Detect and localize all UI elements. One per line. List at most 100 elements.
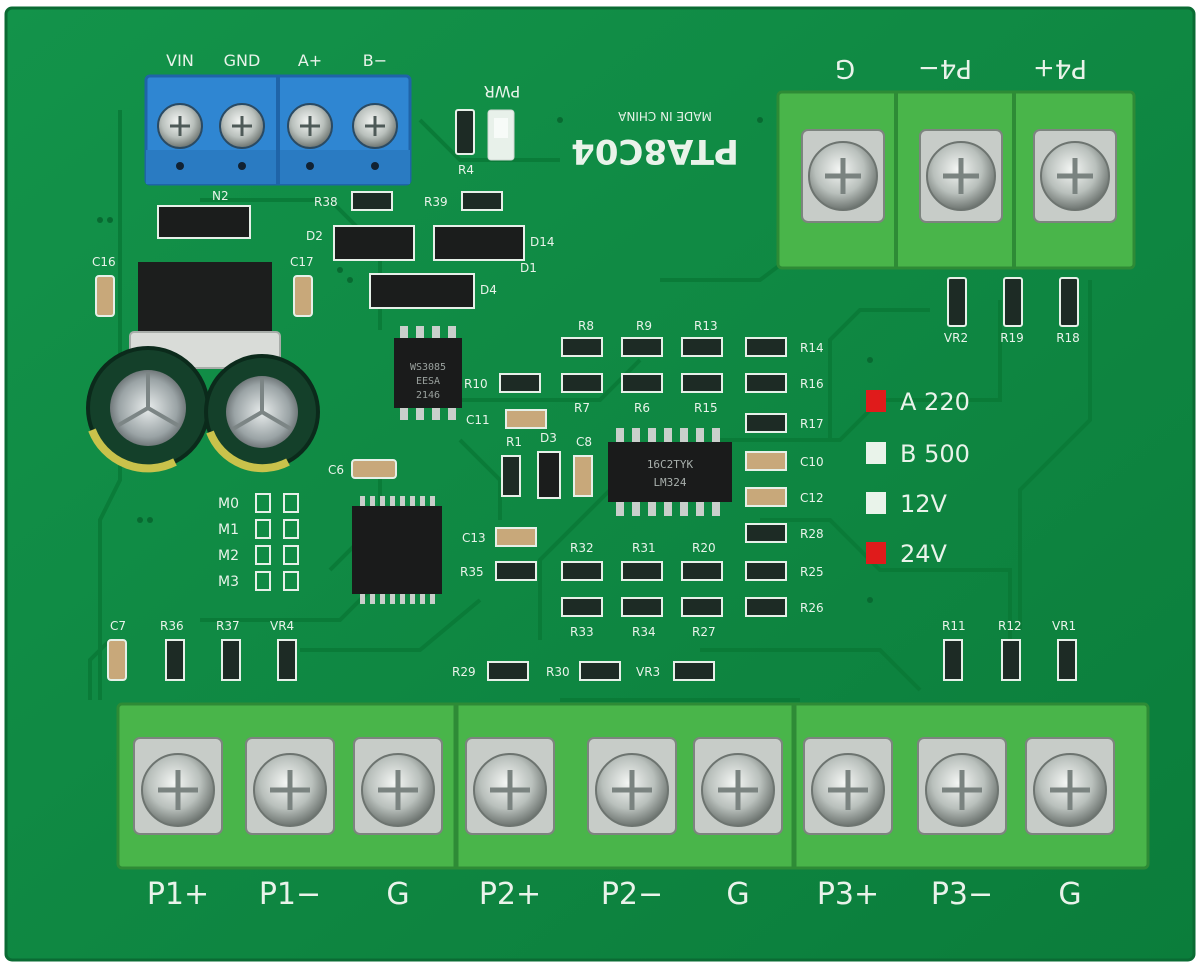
label-r12: R12 — [998, 619, 1022, 633]
option-marker-a220 — [866, 390, 886, 412]
bottom-terminal-labels: P1+ P1− G P2+ P2− G P3+ P3− G — [147, 877, 1082, 912]
label-d4: D4 — [480, 283, 497, 297]
label-r29: R29 — [452, 665, 476, 679]
label-r16: R16 — [800, 377, 824, 391]
p4-label-g: G — [835, 53, 855, 83]
lower-left-parts: C7 R36 R37 VR4 — [107, 619, 297, 681]
diode-d14 — [433, 225, 525, 261]
option-marker-24v — [866, 542, 886, 564]
label-r25: R25 — [800, 565, 824, 579]
diode-d2 — [333, 225, 415, 261]
option-label-24v: 24V — [900, 540, 948, 568]
label-r13: R13 — [694, 319, 718, 333]
label-g2: G — [726, 877, 749, 912]
label-d3: D3 — [540, 431, 557, 445]
label-r19: R19 — [1000, 331, 1024, 345]
label-r14: R14 — [800, 341, 824, 355]
option-label-12v: 12V — [900, 490, 948, 518]
label-vr3: VR3 — [636, 665, 660, 679]
terminal-label-vin: VIN — [166, 51, 194, 70]
label-r7: R7 — [574, 401, 590, 415]
resistor-array: D3 R8 R9 R13 R14 R10 R7 R6 R15 R16 R17 C… — [452, 319, 824, 681]
option-marker-b500 — [866, 442, 886, 464]
label-r38: R38 — [314, 195, 338, 209]
label-n2: N2 — [212, 189, 229, 203]
label-r37: R37 — [216, 619, 240, 633]
label-r33: R33 — [570, 625, 594, 639]
label-r10: R10 — [464, 377, 488, 391]
chip-ws-text1: WS3085 — [410, 362, 446, 373]
label-c13: C13 — [462, 531, 486, 545]
label-m2: M2 — [218, 548, 239, 564]
input-terminal-block: VIN GND A+ B− — [144, 51, 412, 186]
label-m0: M0 — [218, 496, 239, 512]
label-r17: R17 — [800, 417, 824, 431]
label-d2: D2 — [306, 229, 323, 243]
label-r27: R27 — [692, 625, 716, 639]
chip-lm-text2: LM324 — [653, 476, 686, 489]
label-r26: R26 — [800, 601, 824, 615]
label-r34: R34 — [632, 625, 656, 639]
label-p2-plus: P2+ — [479, 877, 541, 912]
terminal-label-a-plus: A+ — [298, 51, 322, 70]
label-c10: C10 — [800, 455, 824, 469]
p4-screws — [801, 129, 1117, 223]
p4-terminal-block: G P4− P4+ — [776, 53, 1136, 270]
label-g3: G — [1058, 877, 1081, 912]
label-r9: R9 — [636, 319, 652, 333]
chip-tssop — [352, 496, 442, 604]
board-model: PTA8C04 — [571, 131, 739, 171]
label-vr2: VR2 — [944, 331, 968, 345]
label-c17: C17 — [290, 255, 314, 269]
diode-n2 — [157, 205, 251, 239]
label-d14: D14 — [530, 235, 555, 249]
mode-jumpers: M0 M1 M2 M3 — [218, 493, 299, 591]
label-r32: R32 — [570, 541, 594, 555]
label-d1: D1 — [520, 261, 537, 275]
label-p3-plus: P3+ — [817, 877, 879, 912]
label-r31: R31 — [632, 541, 656, 555]
resistor-r4 — [455, 109, 475, 155]
label-vr4: VR4 — [270, 619, 294, 633]
option-marker-12v — [866, 492, 886, 514]
power-section: N2 C16 C17 C6 — [86, 189, 397, 479]
terminal-label-b-minus: B− — [363, 51, 387, 70]
capacitor-c17 — [293, 275, 313, 317]
label-r28: R28 — [800, 527, 824, 541]
chip-ws-text3: 2146 — [416, 390, 440, 401]
label-p2-minus: P2− — [601, 877, 663, 912]
chip-lm324: 16C2TYK LM324 — [608, 428, 732, 516]
label-vr1: VR1 — [1052, 619, 1076, 633]
chip-ws3085: WS3085 EESA 2146 — [394, 326, 462, 420]
input-screws — [157, 103, 398, 170]
chip-ws-text2: EESA — [416, 376, 440, 387]
diode-d3 — [537, 451, 561, 499]
made-in-label: MADE IN CHINA — [617, 109, 711, 123]
label-r39: R39 — [424, 195, 448, 209]
label-r8: R8 — [578, 319, 594, 333]
label-p3-minus: P3− — [931, 877, 993, 912]
vias — [97, 117, 873, 603]
label-r6: R6 — [634, 401, 650, 415]
protection-diodes: R38 R39 D2 D14 D1 D4 — [306, 191, 555, 309]
label-r15: R15 — [694, 401, 718, 415]
label-r11: R11 — [942, 619, 966, 633]
option-label-b500: B 500 — [900, 440, 970, 468]
label-c16: C16 — [92, 255, 116, 269]
label-r1: R1 — [506, 435, 522, 449]
capacitor-c6 — [351, 459, 397, 479]
voltage-regulator — [138, 262, 272, 342]
label-r36: R36 — [160, 619, 184, 633]
label-c8: C8 — [576, 435, 592, 449]
bottom-terminal-block — [116, 702, 1150, 870]
label-c12: C12 — [800, 491, 824, 505]
label-p1-minus: P1− — [259, 877, 321, 912]
label-r30: R30 — [546, 665, 570, 679]
label-m3: M3 — [218, 574, 239, 590]
label-c6: C6 — [328, 463, 344, 477]
label-c7: C7 — [110, 619, 126, 633]
lower-right-parts: R11 R12 VR1 — [942, 619, 1077, 681]
label-pwr: PWR — [484, 82, 521, 101]
